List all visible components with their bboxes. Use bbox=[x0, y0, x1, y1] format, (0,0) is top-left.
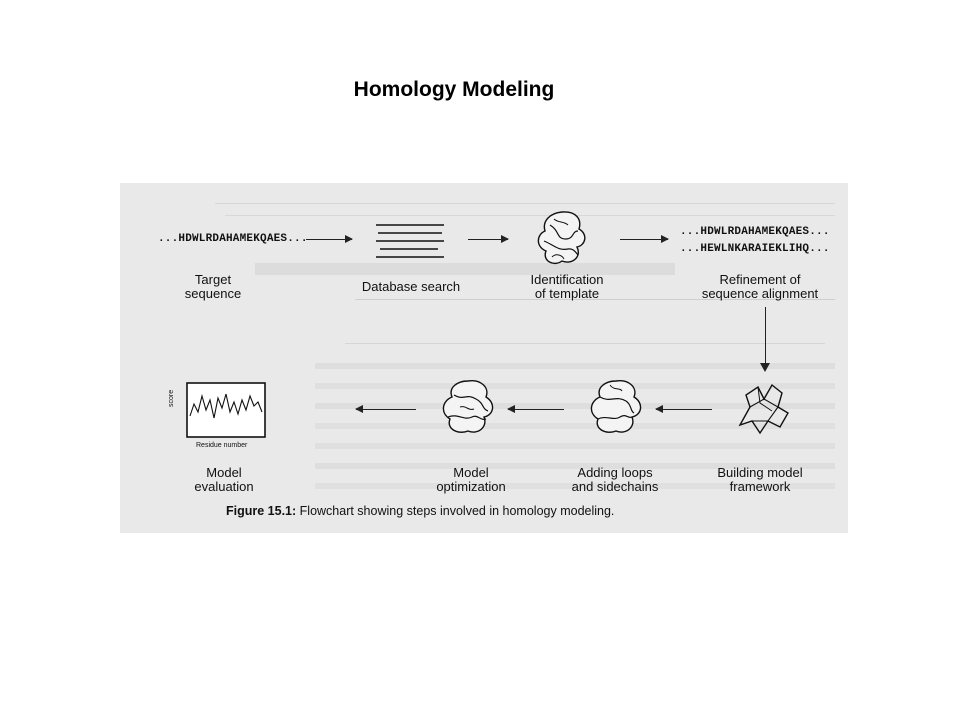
target-sequence-text: ...HDWLRDAHAMEKQAES... bbox=[158, 233, 308, 245]
plot-ylabel: score bbox=[168, 389, 175, 407]
aligned-sequence-bottom: ...HEWLNKARAIEKLIHQ... bbox=[680, 243, 830, 255]
arrow-optimization-to-evaluation bbox=[355, 405, 416, 413]
arrow-template-to-refinement bbox=[620, 235, 669, 243]
aligned-sequence-top: ...HDWLRDAHAMEKQAES... bbox=[680, 226, 830, 238]
score-plot bbox=[186, 382, 266, 438]
arrow-database-to-template bbox=[468, 235, 509, 243]
bleed-through-text bbox=[215, 203, 848, 503]
arrow-framework-to-loops bbox=[655, 405, 712, 413]
slide-title: Homology Modeling bbox=[353, 78, 555, 101]
template-structure-icon bbox=[537, 211, 586, 265]
arrow-target-to-database bbox=[306, 235, 353, 243]
database-lines-icon bbox=[376, 224, 444, 258]
framework-structure-icon bbox=[738, 383, 789, 435]
plot-xlabel: Residue number bbox=[196, 442, 248, 449]
label-database-search: Database search bbox=[361, 279, 461, 294]
figure-caption: Figure 15.1: Flowchart showing steps inv… bbox=[226, 504, 614, 518]
caption-label: Figure 15.1: bbox=[226, 504, 297, 518]
caption-text: Flowchart showing steps involved in homo… bbox=[299, 504, 615, 518]
connector-down-arrowhead bbox=[760, 363, 770, 372]
figure-scan: ...HDWLRDAHAMEKQAES... ...HDWLRDAHAMEKQA… bbox=[120, 183, 848, 533]
loops-structure-icon bbox=[590, 380, 642, 433]
optimization-structure-icon bbox=[442, 380, 494, 433]
connector-down bbox=[765, 307, 766, 367]
arrow-loops-to-optimization bbox=[507, 405, 564, 413]
